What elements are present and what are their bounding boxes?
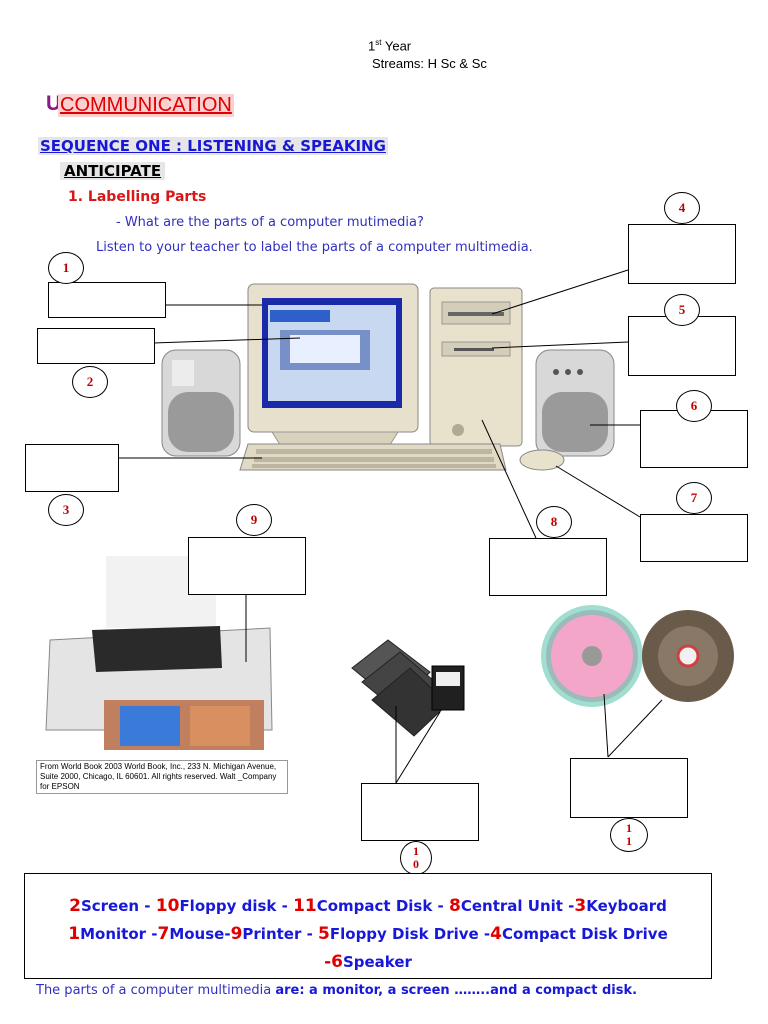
answer-key-box: 2Screen - 10Floppy disk - 11Compact Disk… bbox=[24, 873, 712, 979]
monitor-icon bbox=[247, 283, 419, 449]
printer-icon bbox=[45, 556, 273, 750]
task-heading: 1. Labelling Parts bbox=[68, 189, 207, 205]
right-speaker-icon bbox=[535, 349, 615, 457]
year-label: 1st Year bbox=[368, 38, 412, 54]
number-circle-4: 4 bbox=[664, 192, 700, 224]
number-10-digit-1: 1 bbox=[413, 844, 419, 858]
mouse-icon bbox=[519, 449, 565, 471]
number-circle-9: 9 bbox=[236, 504, 272, 536]
number-10-digit-2: 0 bbox=[413, 857, 419, 871]
keyboard-icon bbox=[239, 443, 507, 471]
number-circle-6: 6 bbox=[676, 390, 712, 422]
number-circle-2: 2 bbox=[72, 366, 108, 398]
number-circle-8: 8 bbox=[536, 506, 572, 538]
unit-logo: U bbox=[46, 92, 62, 115]
label-box-8[interactable] bbox=[489, 538, 607, 596]
number-circle-11: 1 1 bbox=[610, 818, 648, 852]
label-box-9[interactable] bbox=[188, 537, 306, 595]
number-11-digit-1: 1 bbox=[626, 821, 632, 835]
number-circle-3: 3 bbox=[48, 494, 84, 526]
photo-credit: From World Book 2003 World Book, Inc., 2… bbox=[36, 760, 288, 794]
number-circle-10: 1 0 bbox=[400, 841, 432, 875]
streams-label: Streams: H Sc & Sc bbox=[372, 56, 487, 71]
compact-disk-icon bbox=[541, 605, 734, 707]
task-instruction: Listen to your teacher to label the part… bbox=[96, 240, 533, 255]
label-box-7[interactable] bbox=[640, 514, 748, 562]
footer-sentence: The parts of a computer multimedia are: … bbox=[36, 983, 638, 998]
central-unit-icon bbox=[429, 287, 523, 447]
label-box-11[interactable] bbox=[570, 758, 688, 818]
anticipate-heading: ANTICIPATE bbox=[60, 162, 166, 180]
leader-lines bbox=[117, 269, 663, 784]
label-box-4[interactable] bbox=[628, 224, 736, 284]
answer-line-2: 1Monitor -7Mouse-9Printer - 5Floppy Disk… bbox=[68, 924, 668, 944]
label-box-2[interactable] bbox=[37, 328, 155, 364]
unit-title: COMMUNICATION bbox=[58, 94, 234, 117]
answer-line-1: 2Screen - 10Floppy disk - 11Compact Disk… bbox=[69, 896, 667, 916]
number-circle-7: 7 bbox=[676, 482, 712, 514]
label-box-3[interactable] bbox=[25, 444, 119, 492]
number-11-digit-2: 1 bbox=[626, 834, 632, 848]
answer-line-3: -6Speaker bbox=[324, 952, 412, 972]
number-circle-5: 5 bbox=[664, 294, 700, 326]
number-circle-1: 1 bbox=[48, 252, 84, 284]
sequence-title: SEQUENCE ONE : LISTENING & SPEAKING bbox=[38, 137, 388, 155]
left-speaker-icon bbox=[161, 349, 241, 457]
floppy-disk-icon bbox=[351, 639, 465, 737]
label-box-10[interactable] bbox=[361, 783, 479, 841]
label-box-5[interactable] bbox=[628, 316, 736, 376]
label-box-1[interactable] bbox=[48, 282, 166, 318]
task-question: - What are the parts of a computer mutim… bbox=[116, 215, 424, 230]
